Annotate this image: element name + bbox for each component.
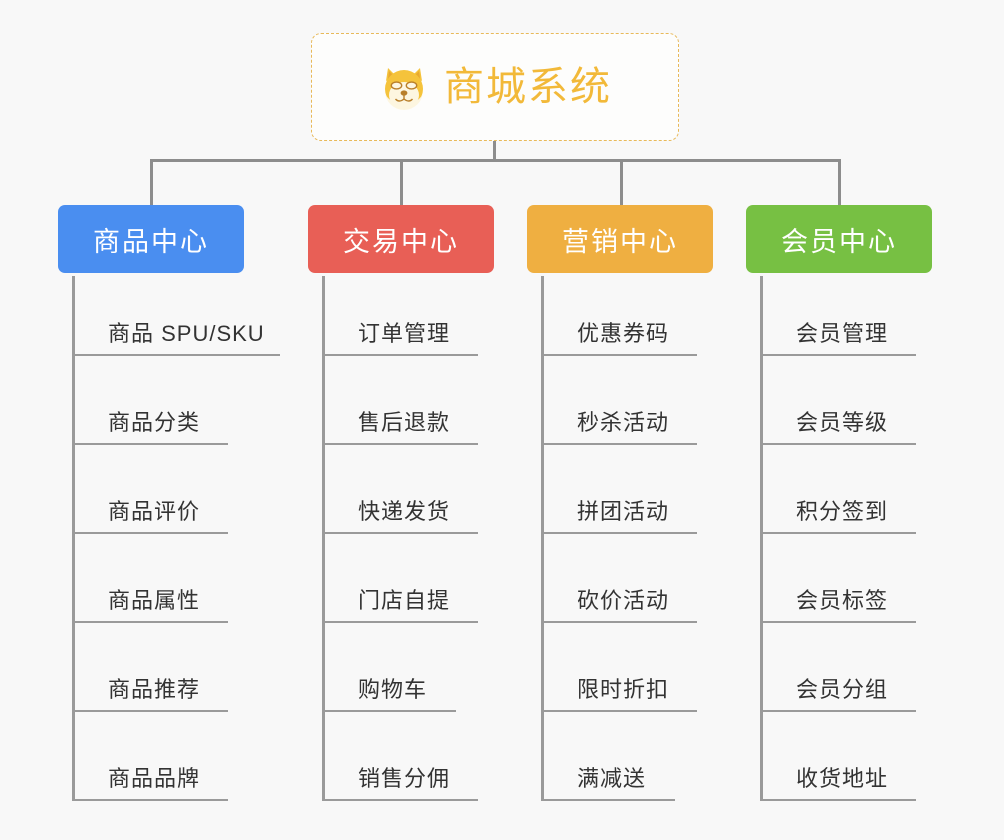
leaf-item-label: 会员标签 (796, 588, 889, 613)
leaf-item-label: 拼团活动 (577, 499, 670, 524)
leaf-item-label: 限时折扣 (577, 677, 670, 702)
leaf-item-label: 积分签到 (796, 499, 889, 524)
column-trunk-line (760, 276, 763, 800)
category-header-label: 交易中心 (343, 226, 459, 257)
leaf-item[interactable]: 积分签到 (760, 499, 916, 534)
leaf-item-label: 优惠券码 (577, 321, 670, 346)
leaf-item[interactable]: 优惠券码 (541, 321, 697, 356)
leaf-item[interactable]: 会员标签 (760, 588, 916, 623)
connector-drop-column-2 (400, 159, 403, 205)
leaf-item[interactable]: 砍价活动 (541, 588, 697, 623)
leaf-item-label: 商品分类 (108, 410, 201, 435)
leaf-item-label: 会员等级 (796, 410, 889, 435)
column-trunk-line (322, 276, 325, 800)
leaf-item[interactable]: 拼团活动 (541, 499, 697, 534)
category-header-trade-center[interactable]: 交易中心 (308, 205, 494, 273)
leaf-item[interactable]: 门店自提 (322, 588, 478, 623)
leaf-item[interactable]: 秒杀活动 (541, 410, 697, 445)
connector-horizontal-bus (150, 159, 840, 162)
leaf-item-label: 商品 SPU/SKU (108, 321, 265, 346)
leaf-item-label: 会员分组 (796, 677, 889, 702)
leaf-item[interactable]: 商品分类 (72, 410, 228, 445)
connector-drop-column-1 (150, 159, 153, 205)
leaf-item[interactable]: 商品 SPU/SKU (72, 321, 280, 356)
category-header-product-center[interactable]: 商品中心 (58, 205, 244, 273)
leaf-item[interactable]: 会员等级 (760, 410, 916, 445)
category-header-member-center[interactable]: 会员中心 (746, 205, 932, 273)
leaf-item-label: 商品推荐 (108, 677, 201, 702)
leaf-item[interactable]: 商品品牌 (72, 766, 228, 801)
category-header-label: 商品中心 (93, 226, 209, 257)
leaf-item[interactable]: 购物车 (322, 677, 456, 712)
leaf-item-label: 满减送 (577, 766, 647, 791)
leaf-item-label: 会员管理 (796, 321, 889, 346)
connector-root-stub (493, 141, 496, 161)
leaf-item-label: 销售分佣 (358, 766, 451, 791)
leaf-item[interactable]: 商品属性 (72, 588, 228, 623)
leaf-item-label: 商品属性 (108, 588, 201, 613)
leaf-item-label: 收货地址 (796, 766, 889, 791)
category-header-label: 营销中心 (562, 226, 678, 257)
root-node-title: 商城系统 (444, 65, 612, 109)
root-node-mall-system[interactable]: 商城系统 (311, 33, 679, 141)
leaf-item-label: 秒杀活动 (577, 410, 670, 435)
leaf-item[interactable]: 商品评价 (72, 499, 228, 534)
leaf-item-label: 商品评价 (108, 499, 201, 524)
category-header-label: 会员中心 (781, 226, 897, 257)
leaf-item[interactable]: 售后退款 (322, 410, 478, 445)
category-header-marketing-center[interactable]: 营销中心 (527, 205, 713, 273)
leaf-item[interactable]: 会员分组 (760, 677, 916, 712)
column-trunk-line (541, 276, 544, 800)
connector-drop-column-4 (838, 159, 841, 205)
leaf-item[interactable]: 订单管理 (322, 321, 478, 356)
leaf-item-label: 购物车 (358, 677, 428, 702)
leaf-item-label: 商品品牌 (108, 766, 201, 791)
leaf-item[interactable]: 快递发货 (322, 499, 478, 534)
connector-drop-column-3 (620, 159, 623, 205)
leaf-item[interactable]: 限时折扣 (541, 677, 697, 712)
leaf-item[interactable]: 销售分佣 (322, 766, 478, 801)
leaf-item[interactable]: 满减送 (541, 766, 675, 801)
leaf-item-label: 售后退款 (358, 410, 451, 435)
leaf-item[interactable]: 商品推荐 (72, 677, 228, 712)
leaf-item-label: 门店自提 (358, 588, 451, 613)
shiba-dog-face-icon (378, 61, 430, 113)
column-trunk-line (72, 276, 75, 800)
leaf-item-label: 订单管理 (358, 321, 451, 346)
leaf-item-label: 砍价活动 (577, 588, 670, 613)
leaf-item-label: 快递发货 (358, 499, 451, 524)
leaf-item[interactable]: 会员管理 (760, 321, 916, 356)
leaf-item[interactable]: 收货地址 (760, 766, 916, 801)
